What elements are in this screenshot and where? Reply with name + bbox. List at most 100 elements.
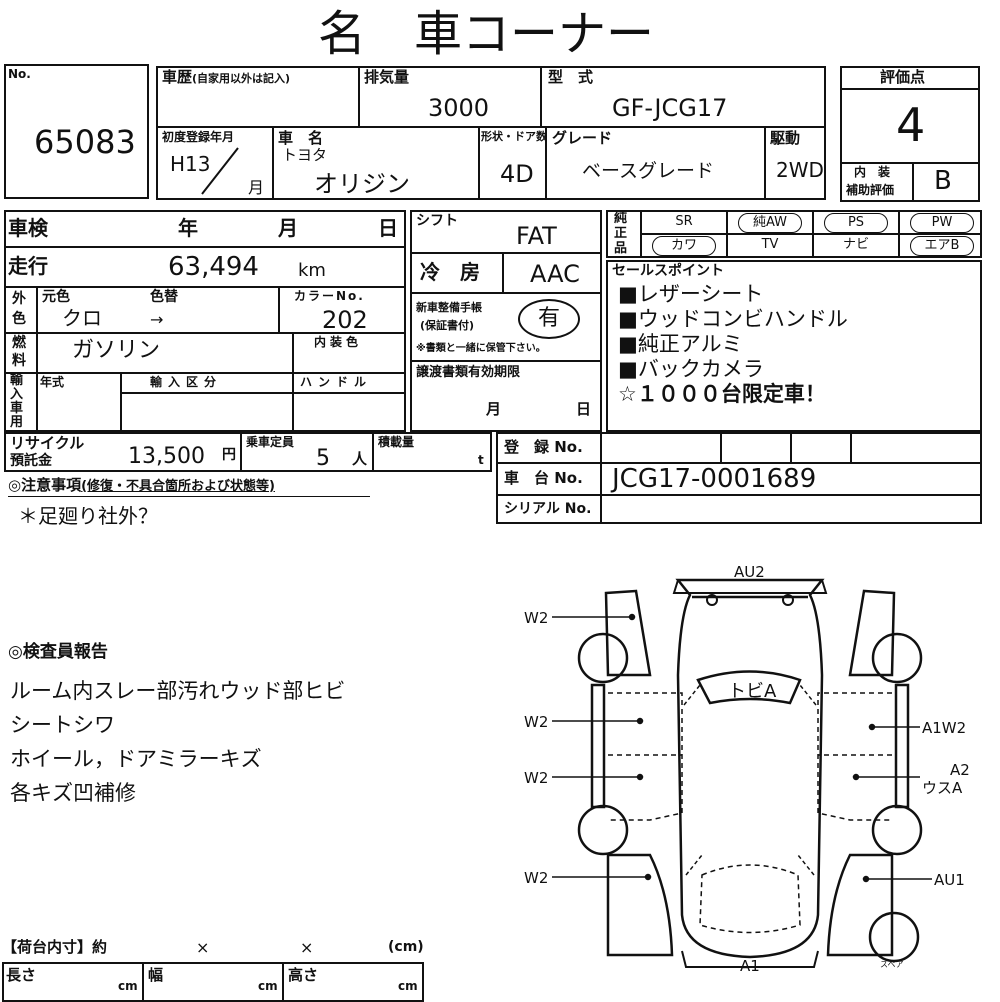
cargo-length-unit: cm: [118, 979, 138, 993]
recycle-row: [4, 432, 492, 472]
caution-heading: ◎注意事項(修復・不具合箇所および状態等): [8, 476, 275, 494]
equipment-item: PS: [824, 213, 888, 233]
label-left-2: W2: [524, 713, 548, 731]
report-lines: ルーム内スレー部汚れウッド部ヒビ シートシワ ホイール，ドアミラーキズ 各キズ凹…: [10, 674, 345, 810]
registration-grid: [496, 432, 982, 524]
interior-label-1: 内 装: [854, 165, 891, 179]
first-reg-month: 月: [248, 178, 265, 197]
label-right-2b: ウスA: [922, 779, 963, 797]
sales-point: ■バックカメラ: [618, 357, 764, 381]
recycle-label-1: リサイクル: [10, 434, 85, 452]
car-damage-diagram: AU2 トビA W2 W2 W2 W2 A1W2 A2 ウスA AU1 A1 ス…: [524, 563, 970, 975]
ac-value: AAC: [530, 260, 580, 288]
doc-day: 日: [576, 400, 592, 418]
serial-label: シリアル No.: [504, 501, 592, 517]
label-right-1: A1W2: [922, 719, 966, 737]
cargo-title: 【荷台内寸】約: [2, 938, 108, 956]
cargo-unit: (cm): [388, 939, 424, 955]
shift-value: FAT: [516, 222, 557, 250]
drive-value: 2WD: [776, 158, 824, 182]
interior-color-label: 内装色: [314, 335, 363, 349]
label-bottom: A1: [740, 957, 760, 975]
cargo-height-label: 高さ: [288, 966, 319, 984]
first-reg-label: 初度登録年月: [162, 130, 235, 144]
chassis-label: 車 台 No.: [504, 469, 583, 487]
color-no-value: 202: [322, 306, 368, 334]
load-unit: t: [478, 453, 484, 467]
capacity-label: 乗車定員: [246, 435, 295, 449]
label-left-1: W2: [524, 609, 548, 627]
load-label: 積載量: [378, 435, 415, 449]
page-title: 名 車コーナー: [318, 6, 655, 62]
cargo-width-unit: cm: [258, 979, 278, 993]
cargo-grid: [2, 962, 424, 1002]
cargo-length-label: 長さ: [6, 966, 37, 984]
equipment-vertical-label: 純正品: [614, 211, 628, 256]
manual-note: ※書類と一緒に保管下さい。: [416, 343, 546, 354]
cargo-x1: ×: [196, 938, 210, 957]
sales-points-label: セールスポイント: [612, 263, 724, 279]
inspection-year: 年: [178, 216, 198, 240]
label-left-3: W2: [524, 769, 548, 787]
capacity-unit: 人: [352, 450, 368, 468]
recycle-label-2: 預託金: [10, 453, 52, 469]
score-label: 評価点: [880, 68, 926, 86]
number-label: No.: [8, 67, 31, 81]
shift-label: シフト: [416, 213, 458, 229]
sales-points-list: ■レザーシート ■ウッドコンビハンドル ■純正アルミ ■バックカメラ ☆１０００…: [618, 282, 848, 407]
report-line: ルーム内スレー部汚れウッド部ヒビ: [10, 679, 346, 703]
first-reg-year: H13: [170, 152, 211, 176]
equipment-item: TV: [761, 237, 779, 252]
equipment-item: PW: [910, 213, 974, 233]
mileage-label: 走行: [8, 254, 48, 278]
displacement-value: 3000: [428, 94, 490, 122]
car-name-label: 車 名: [278, 129, 324, 147]
reg-no-label: 登 録 No.: [504, 438, 583, 456]
report-line: ホイール，ドアミラーキズ: [10, 747, 262, 771]
drive-label: 駆動: [770, 129, 801, 147]
doc-month: 月: [486, 400, 502, 418]
interior-label-2: 補助評価: [846, 183, 895, 197]
inspection-day: 日: [378, 216, 398, 240]
manual-value-circle: [518, 299, 580, 339]
chassis-value: JCG17-0001689: [612, 464, 817, 494]
outer-color-label-1: 外: [12, 291, 26, 307]
middle-grid: [410, 210, 602, 432]
mileage-value: 63,494: [168, 252, 259, 282]
sales-point: ■レザーシート: [618, 282, 764, 306]
label-roof: トビA: [728, 681, 777, 702]
sales-point: ☆１０００台限定車！: [618, 382, 826, 406]
inspection-month: 月: [278, 216, 298, 240]
handle-label: ハンドル: [300, 375, 373, 389]
equipment-item: カワ: [652, 236, 716, 256]
label-left-4: W2: [524, 869, 548, 887]
import-vertical-label: 輸入車用: [10, 373, 24, 430]
model-year-label: 年式: [40, 375, 65, 389]
mileage-unit: km: [298, 260, 326, 281]
report-line: シートシワ: [10, 713, 115, 737]
left-mid-grid: [4, 210, 406, 432]
displacement-label: 排気量: [364, 68, 410, 86]
sales-point: ■ウッドコンビハンドル: [618, 307, 848, 331]
caution-text: ＊足廻り社外？: [18, 504, 158, 528]
fuel-value: ガソリン: [72, 338, 161, 363]
capacity-value: 5: [316, 446, 330, 471]
fuel-label-2: 料: [12, 353, 26, 369]
orig-color-value: クロ: [62, 306, 102, 330]
inspection-label: 車検: [8, 216, 48, 240]
color-no-label: カラーNo.: [294, 289, 365, 303]
interior-value: B: [934, 166, 952, 196]
shape-value: 4D: [500, 160, 534, 188]
model-label: 型 式: [548, 68, 594, 86]
manual-label-2: (保証書付): [420, 319, 475, 332]
cargo-x2: ×: [300, 938, 314, 957]
cargo-width-label: 幅: [148, 966, 164, 984]
fuel-label-1: 燃: [12, 335, 26, 351]
number-value: 65083: [34, 123, 136, 161]
shape-label: 形状・ドア数: [481, 130, 547, 143]
grade-value: ベースグレード: [582, 160, 715, 182]
report-line: 各キズ凹補修: [10, 781, 136, 805]
label-right-2a: A2: [950, 761, 970, 779]
label-right-3: AU1: [934, 871, 965, 889]
repaint-value: →: [150, 310, 164, 329]
